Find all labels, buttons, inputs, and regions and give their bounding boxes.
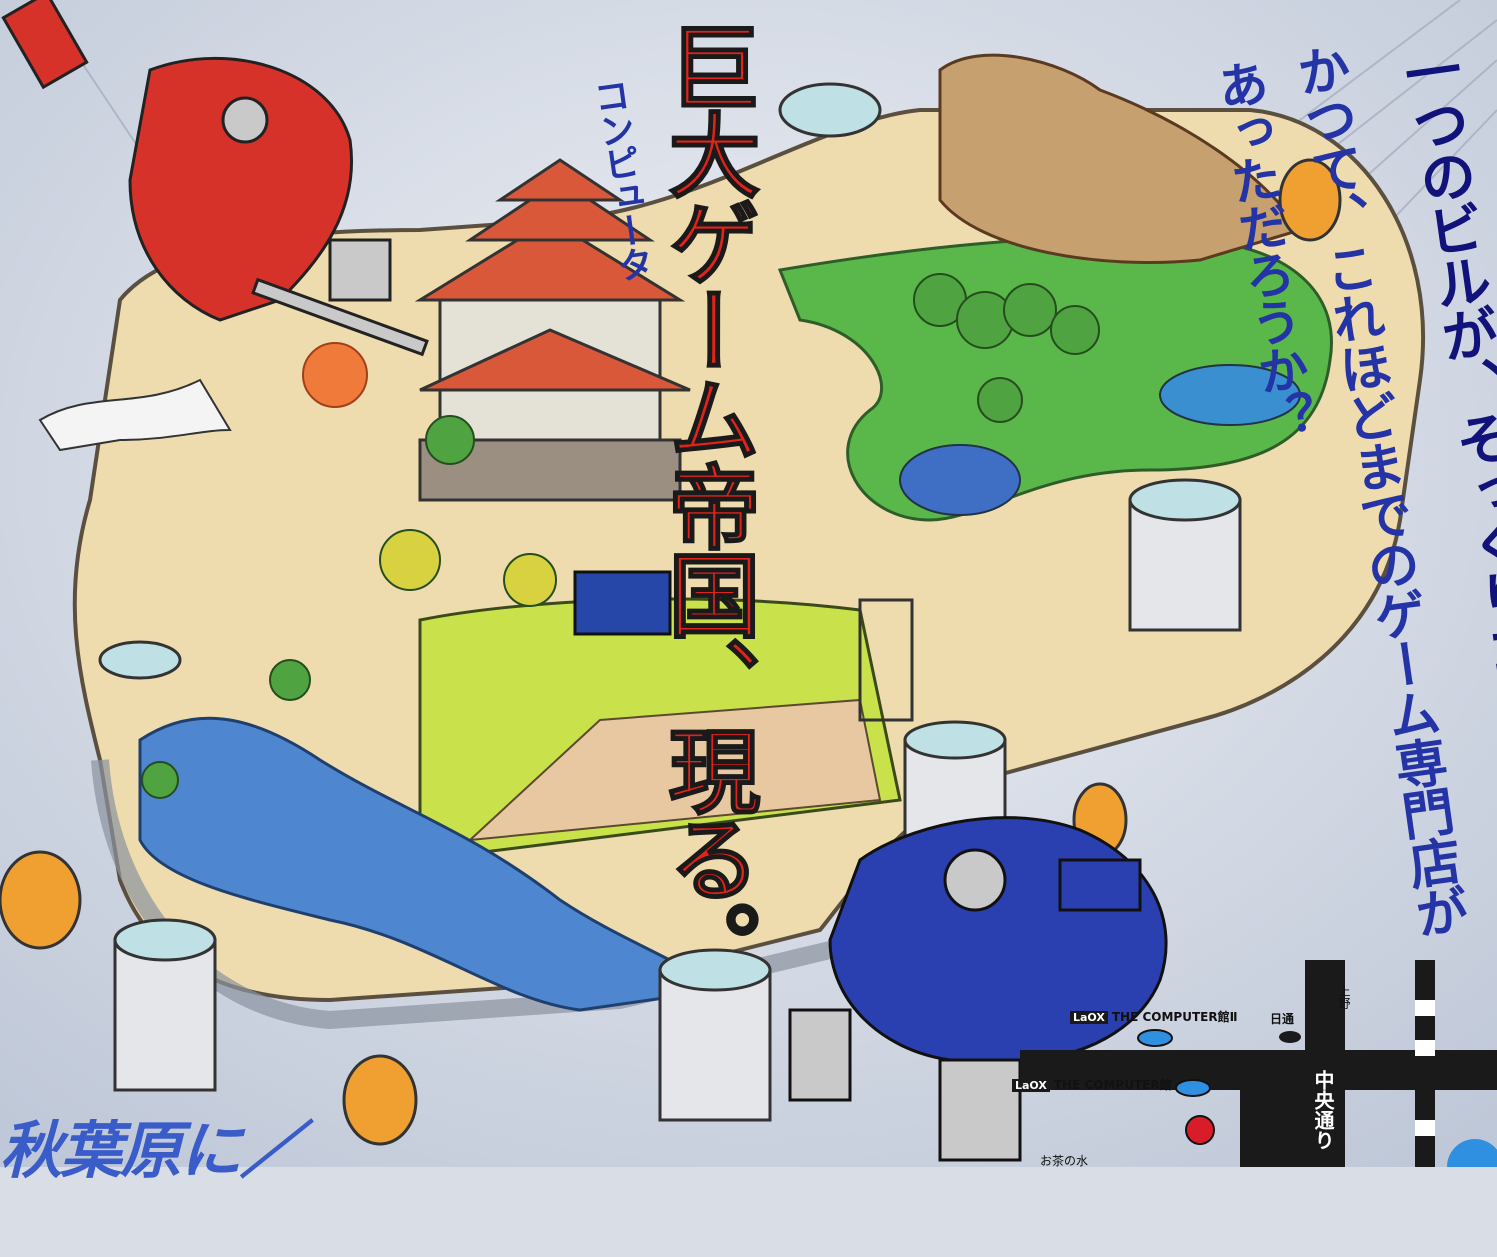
store-marker-2 (1137, 1029, 1173, 1047)
laox-logo-2: LaOX (1070, 1011, 1108, 1024)
scoreboard (573, 570, 672, 636)
white-bird (38, 378, 232, 452)
corner-badge (1447, 1139, 1497, 1167)
bottom-caption: 秋葉原に／ (0, 1114, 302, 1187)
golf-pond (1159, 364, 1301, 426)
headline-title: 巨大ゲーム帝国、現る。 (652, 19, 761, 989)
blue-robot (788, 816, 1168, 1162)
batting-cage (858, 598, 914, 722)
nichitsu-label: 日通 (1270, 1012, 1295, 1026)
explosion (302, 342, 368, 408)
ueno-direction-label: 上野 (1337, 985, 1351, 1009)
lake (899, 444, 1021, 516)
store-name-1: THE COMPUTER館 (1053, 1078, 1172, 1092)
access-map (1020, 960, 1497, 1167)
laox-logo-1: LaOX (1012, 1079, 1050, 1092)
illustration-scene (0, 0, 1497, 1167)
station-marker (1185, 1115, 1215, 1145)
battle-hills (938, 53, 1303, 264)
chuo-street-label: 中央通り (1311, 1070, 1335, 1150)
trees (141, 273, 1100, 799)
ochanomizu-label: お茶の水 (1040, 1154, 1089, 1168)
red-robot (1, 0, 429, 357)
japanese-castle (414, 158, 691, 502)
river-race-course (138, 716, 724, 1012)
store-name-2: THE COMPUTER館Ⅱ (1111, 1010, 1238, 1024)
store-marker-1 (1175, 1079, 1211, 1097)
nichitsu-marker (1279, 1031, 1301, 1043)
